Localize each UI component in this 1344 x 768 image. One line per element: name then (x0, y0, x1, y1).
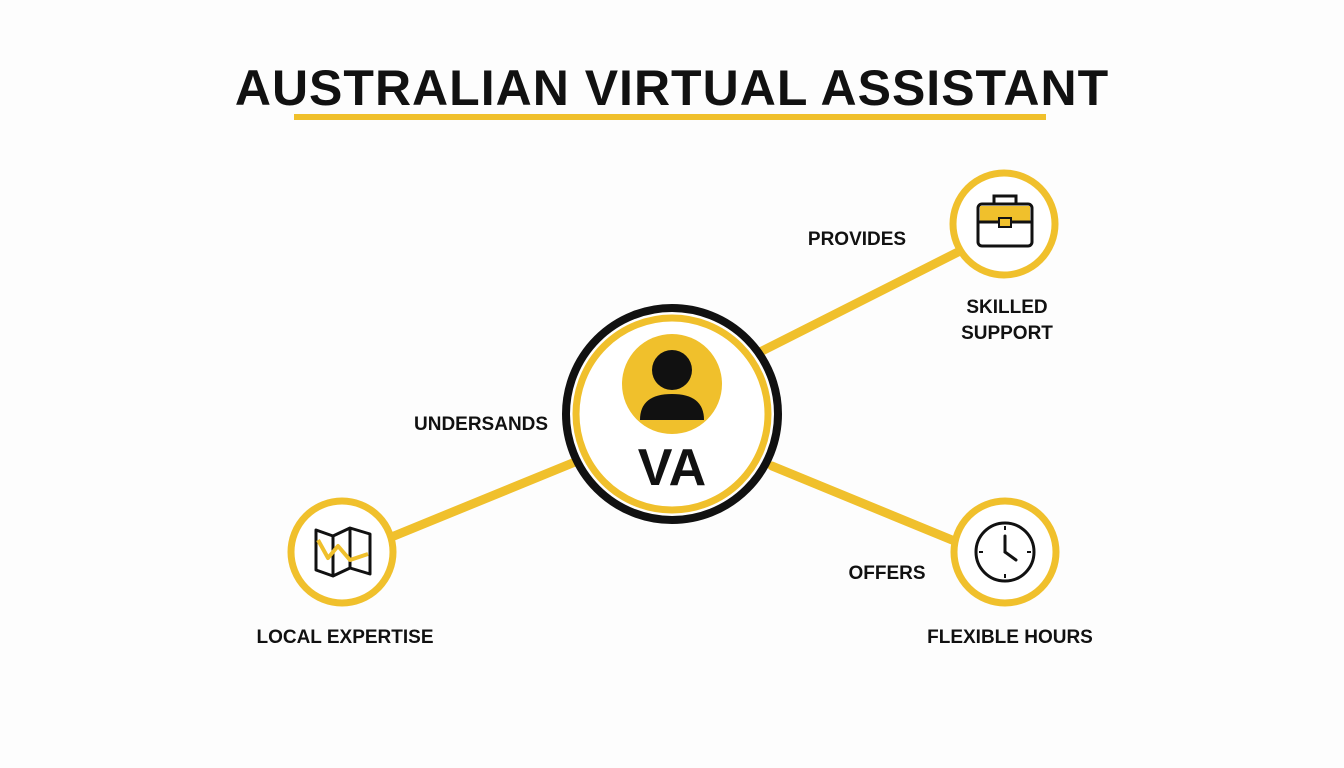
node-label-skilled-support-line2: SUPPORT (961, 323, 1053, 344)
map-icon (314, 526, 372, 578)
node-flexible-hours (950, 497, 1060, 607)
edge-undersands (389, 457, 580, 541)
center-node (562, 304, 782, 524)
clock-icon (974, 521, 1036, 583)
page-title: AUSTRALIAN VIRTUAL ASSISTANT (234, 60, 1110, 116)
edge-offers (767, 461, 957, 545)
node-skilled-support (949, 169, 1059, 279)
node-label-skilled-support-line1: SKILLED (966, 297, 1048, 318)
edge-label-undersands: UNDERSANDS (414, 414, 549, 435)
center-label: VA (637, 439, 707, 497)
edge-label-offers: OFFERS (848, 563, 926, 584)
node-label-local-expertise: LOCAL EXPERTISE (256, 627, 434, 648)
title-underline (294, 114, 1046, 120)
edge-label-provides: PROVIDES (807, 229, 907, 250)
node-local-expertise (287, 497, 397, 607)
edge-provides (755, 245, 967, 357)
briefcase-icon (976, 194, 1034, 248)
node-label-flexible-hours: FLEXIBLE HOURS (927, 627, 1093, 648)
person-icon (622, 334, 722, 434)
